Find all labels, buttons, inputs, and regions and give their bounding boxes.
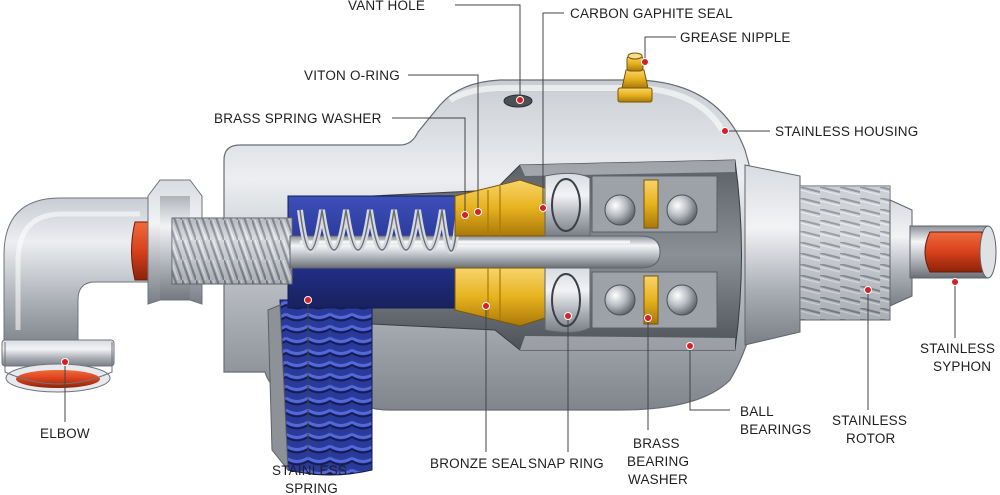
label-brass-spring-washer: BRASS SPRING WASHER [214, 111, 382, 126]
dot-brass-spring-washer [461, 211, 469, 219]
dot-stainless-syphon [951, 278, 959, 286]
label-stainless-rotor-line2: ROTOR [846, 431, 896, 446]
label-carbon-seal: CARBON GAPHITE SEAL [570, 6, 733, 21]
ball-bearings-part [591, 175, 718, 329]
label-stainless-rotor-line1: STAINLESS [832, 413, 907, 428]
rotor-part [744, 164, 913, 346]
dot-grease-nipple [641, 58, 649, 66]
carbon-seal-ring [544, 172, 591, 334]
label-stainless-syphon-line2: SYPHON [933, 359, 991, 374]
dot-vant-hole [516, 96, 524, 104]
label-stainless-syphon-line1: STAINLESS [920, 341, 995, 356]
label-grease-nipple: GREASE NIPPLE [680, 30, 791, 45]
label-brass-bearing-washer-line2: BEARING [627, 454, 689, 469]
threaded-shaft [171, 217, 293, 285]
dot-brass-bearing-washer [644, 314, 652, 322]
dot-stainless-rotor [864, 286, 872, 294]
dot-stainless-spring [304, 296, 312, 304]
label-brass-bearing-washer-line1: BRASS [633, 436, 680, 451]
label-stainless-spring-line1: STAINLESS [272, 463, 347, 478]
label-brass-bearing-washer-line3: WASHER [628, 472, 688, 487]
label-elbow: ELBOW [40, 426, 90, 441]
label-ball-bearings-line1: BALL [740, 404, 774, 419]
dot-elbow [61, 358, 69, 366]
dot-stainless-housing [721, 127, 729, 135]
dot-viton-oring [474, 208, 482, 216]
label-vant-hole: VANT HOLE [348, 0, 425, 13]
labels: VANT HOLE CARBON GAPHITE SEAL GREASE NIP… [40, 0, 995, 495]
dot-carbon-seal [539, 204, 547, 212]
grease-nipple-part [617, 52, 653, 103]
blue-threaded-port [267, 299, 373, 476]
label-snap-ring: SNAP RING [528, 456, 604, 471]
dot-ball-bearings [686, 342, 694, 350]
dot-snap-ring [564, 312, 572, 320]
label-ball-bearings-line2: BEARINGS [740, 422, 811, 437]
label-stainless-spring-line2: SPRING [285, 481, 338, 495]
label-bronze-seal: BRONZE SEAL [430, 456, 527, 471]
brass-seal-group [454, 179, 546, 327]
label-stainless-housing: STAINLESS HOUSING [775, 124, 918, 139]
syphon-tube [289, 235, 661, 269]
dot-bronze-seal [482, 302, 490, 310]
label-viton-oring: VITON O-RING [304, 68, 400, 83]
leader-dots [61, 58, 959, 366]
spring-coils [297, 209, 461, 254]
leader-lines [64, 4, 956, 455]
syphon-end [909, 225, 997, 279]
